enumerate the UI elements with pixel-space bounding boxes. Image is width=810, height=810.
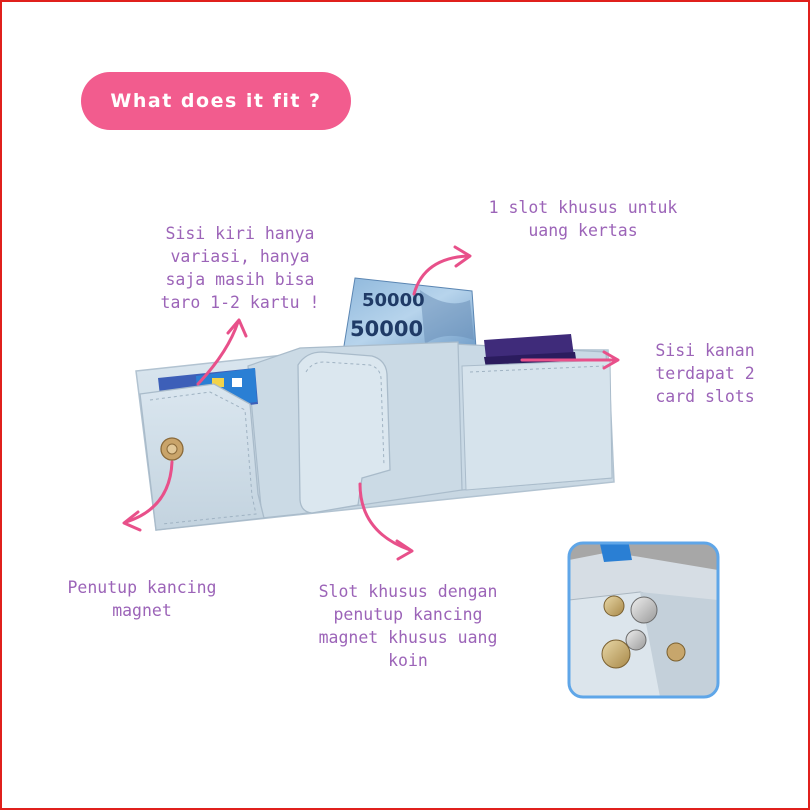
banknote-value-top: 50000	[362, 290, 425, 311]
coin-flap	[297, 351, 391, 514]
right-card-panel	[453, 334, 613, 491]
label-right-side: Sisi kanan terdapat 2 card slots	[655, 341, 755, 406]
inset-border	[567, 541, 720, 699]
label-bill-slot: 1 slot khusus untuk uang kertas	[488, 198, 678, 240]
left-card-compartment	[139, 368, 265, 531]
label-coin-slot: Slot khusus dengan penutup kancing magne…	[318, 582, 498, 670]
banknote-value-main: 50000	[350, 317, 423, 341]
curved-arrow-icon	[122, 245, 620, 561]
label-closure: Penutup kancing magnet	[67, 578, 217, 620]
title-pill: What does it fit ?	[81, 72, 351, 130]
banknote: 50000 50000	[342, 277, 477, 353]
label-left-side: Sisi kiri hanya variasi, hanya saja masi…	[160, 224, 320, 312]
card-slot-1	[484, 334, 574, 358]
page-title: What does it fit ?	[110, 90, 322, 112]
coin-slot-inset	[567, 541, 720, 699]
magnet-snap-icon	[160, 437, 184, 461]
coin-icon	[603, 595, 625, 617]
